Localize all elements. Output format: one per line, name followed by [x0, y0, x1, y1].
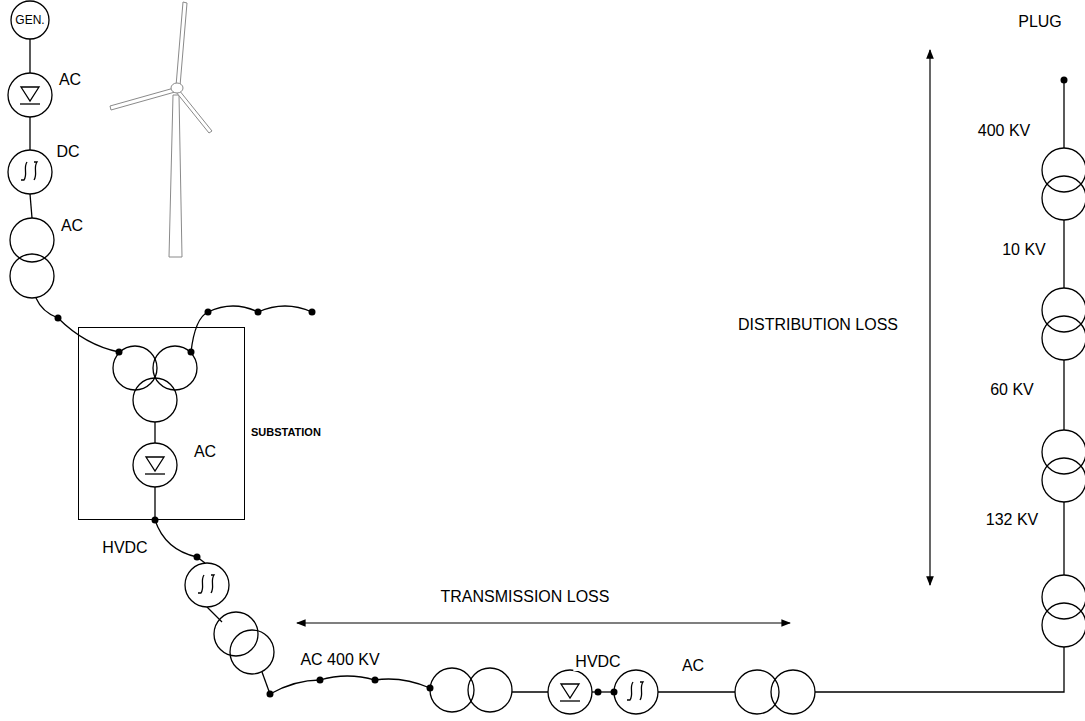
generator-circle: GEN. [10, 0, 50, 40]
junction-dot [55, 77, 1068, 698]
generator-label: GEN. [15, 13, 44, 27]
rectifier-symbol [548, 670, 592, 714]
loss-label: DISTRIBUTION LOSS [736, 316, 900, 334]
current-type: HVDC [573, 653, 622, 671]
span-arrow [929, 50, 930, 585]
loss-label: TRANSMISSION LOSS [439, 588, 612, 606]
rectifier-symbol [133, 443, 177, 487]
inverter-symbol [185, 563, 229, 607]
current-type: HVDC [100, 539, 149, 557]
substation-box: SUBSTATION [78, 327, 245, 520]
span-arrow [297, 622, 790, 623]
inverter-symbol [614, 670, 658, 714]
current-type: AC [192, 443, 218, 461]
voltage-label: 60 KV [988, 381, 1036, 399]
voltage-label: 132 KV [984, 511, 1040, 529]
wire [30, 18, 1064, 694]
voltage-label: 400 KV [976, 122, 1032, 140]
wind-turbine [110, 2, 212, 257]
generator-outline [11, 1, 49, 39]
current-type: DC [54, 143, 81, 161]
transformer-symbol [10, 148, 1085, 714]
rectifier-symbol [8, 73, 52, 117]
inverter-symbol [8, 150, 52, 194]
voltage-label: 10 KV [1000, 241, 1048, 259]
current-type: AC [57, 71, 83, 89]
current-type: AC [680, 657, 706, 675]
voltage-label: AC 400 KV [298, 651, 381, 669]
plug-label: PLUG [1016, 13, 1064, 31]
current-type: AC [59, 217, 85, 235]
substation-label: SUBSTATION [251, 426, 321, 438]
